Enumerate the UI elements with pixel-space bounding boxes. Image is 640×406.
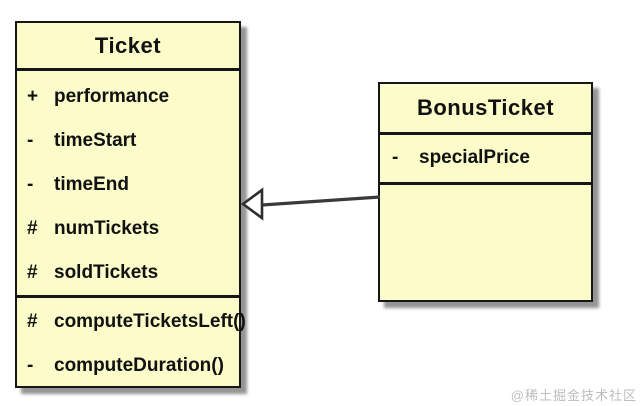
visibility-marker: # <box>27 311 38 332</box>
visibility-marker: # <box>27 218 38 239</box>
attributes-compartment: - specialPrice <box>380 132 591 182</box>
visibility-marker: # <box>27 262 38 283</box>
attribute-name: soldTickets <box>54 262 159 283</box>
visibility-marker: - <box>27 174 34 195</box>
inheritance-line <box>261 195 381 207</box>
attribute-row: - timeEnd <box>17 163 239 207</box>
attribute-name: timeEnd <box>54 174 129 195</box>
attribute-row: - specialPrice <box>380 135 591 181</box>
watermark-text: @稀土掘金技术社区 <box>510 388 637 403</box>
attribute-name: timeStart <box>54 130 137 151</box>
method-row: - computeDuration() <box>17 344 239 388</box>
methods-compartment: # computeTicketsLeft() - computeDuration… <box>17 295 246 388</box>
attribute-name: performance <box>54 86 170 107</box>
method-name: computeTicketsLeft() <box>54 311 246 332</box>
methods-compartment-empty <box>380 182 591 298</box>
visibility-marker: - <box>27 355 34 376</box>
generalization-arrow <box>240 187 381 221</box>
class-title: BonusTicket <box>416 95 555 120</box>
method-row: # computeTicketsLeft() <box>17 300 246 344</box>
visibility-marker: + <box>27 86 39 107</box>
attribute-row: - timeStart <box>17 119 239 163</box>
attribute-name: numTickets <box>54 218 160 239</box>
attributes-compartment: + performance - timeStart - timeEnd # nu… <box>17 68 239 295</box>
method-name: computeDuration() <box>54 355 224 376</box>
attribute-row: # numTickets <box>17 207 239 251</box>
attribute-row: # soldTickets <box>17 251 239 295</box>
class-box-ticket: Ticket + performance - timeStart - timeE… <box>15 21 246 388</box>
attribute-row: + performance <box>17 75 239 119</box>
visibility-marker: - <box>392 147 399 168</box>
class-box-bonusticket: BonusTicket - specialPrice <box>378 82 593 302</box>
attribute-name: specialPrice <box>419 147 530 168</box>
visibility-marker: - <box>27 130 34 151</box>
hollow-triangle-arrowhead <box>240 187 264 221</box>
class-title: Ticket <box>94 32 162 58</box>
